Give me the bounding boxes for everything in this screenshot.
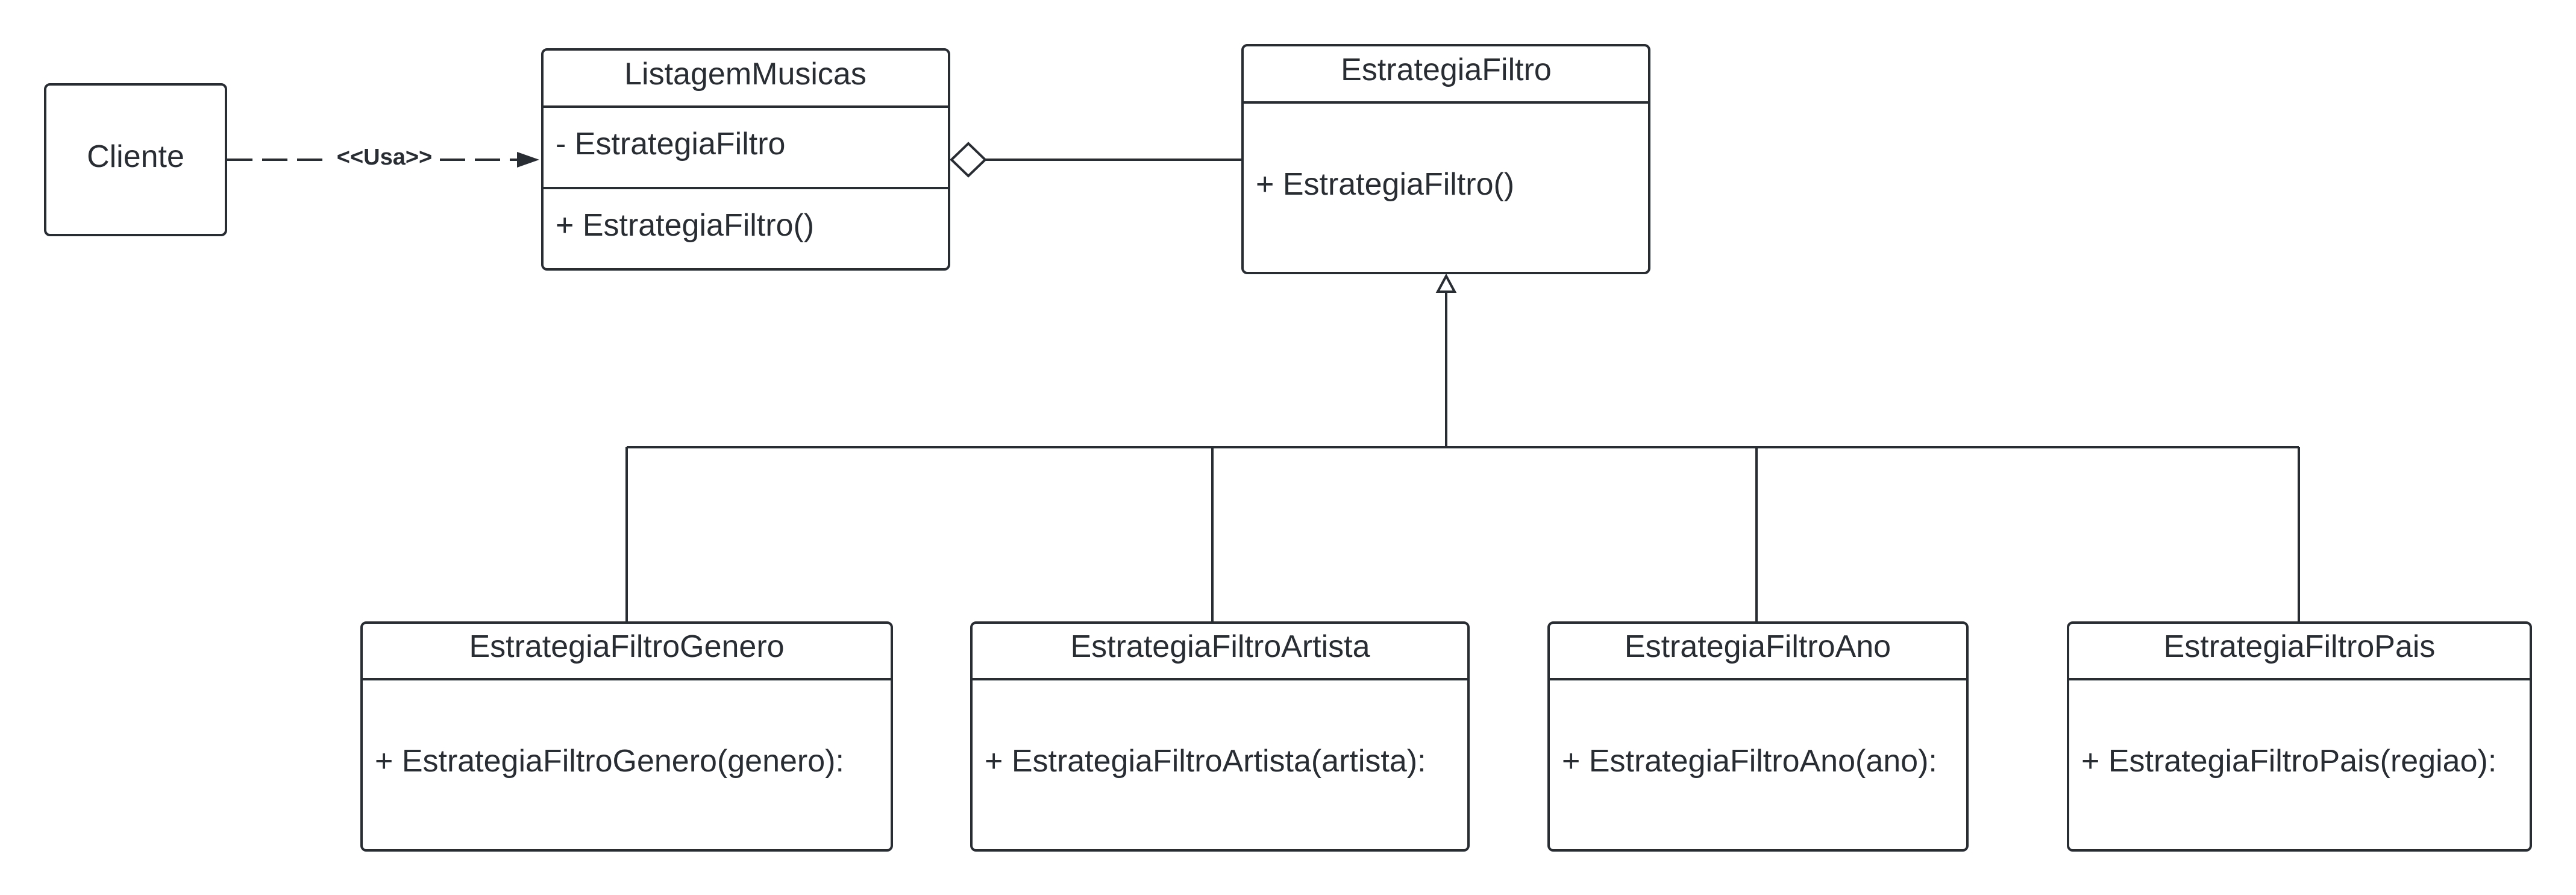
- uses-label: <<Usa>>: [337, 145, 432, 170]
- class-method: + EstrategiaFiltroPais(regiao):: [2081, 744, 2496, 779]
- class-listagem-musicas[interactable]: ListagemMusicas - EstrategiaFiltro + Est…: [541, 48, 950, 271]
- uses-dependency: <<Usa>>: [227, 145, 539, 170]
- class-title: EstrategiaFiltro: [1341, 52, 1552, 87]
- class-estrategia-filtro-pais[interactable]: EstrategiaFiltroPais + EstrategiaFiltroP…: [2067, 621, 2532, 852]
- class-method: + EstrategiaFiltro(): [556, 208, 814, 243]
- cliente-box[interactable]: Cliente: [44, 83, 227, 236]
- class-title: ListagemMusicas: [624, 57, 867, 92]
- aggregation-diamond-icon: [950, 142, 987, 178]
- class-estrategia-filtro[interactable]: EstrategiaFiltro + EstrategiaFiltro(): [1241, 44, 1650, 274]
- aggregation-link: [950, 142, 1243, 178]
- arrowhead-icon: [517, 152, 539, 168]
- class-estrategia-filtro-ano[interactable]: EstrategiaFiltroAno + EstrategiaFiltroAn…: [1547, 621, 1969, 852]
- generalization-tree: [625, 273, 2300, 623]
- class-method: + EstrategiaFiltroArtista(artista):: [985, 744, 1426, 779]
- class-title: EstrategiaFiltroGenero: [469, 629, 784, 664]
- class-attribute: - EstrategiaFiltro: [556, 127, 785, 162]
- class-estrategia-filtro-artista[interactable]: EstrategiaFiltroArtista + EstrategiaFilt…: [970, 621, 1470, 852]
- class-method: + EstrategiaFiltroAno(ano):: [1562, 744, 1937, 779]
- class-method: + EstrategiaFiltro(): [1256, 167, 1514, 202]
- class-title: EstrategiaFiltroAno: [1625, 629, 1891, 664]
- inheritance-triangle-icon: [1435, 273, 1457, 293]
- class-method: + EstrategiaFiltroGenero(genero):: [375, 744, 844, 779]
- class-title: EstrategiaFiltroArtista: [1070, 629, 1370, 664]
- class-estrategia-filtro-genero[interactable]: EstrategiaFiltroGenero + EstrategiaFiltr…: [360, 621, 893, 852]
- class-title: EstrategiaFiltroPais: [2164, 629, 2436, 664]
- cliente-label: Cliente: [87, 139, 184, 174]
